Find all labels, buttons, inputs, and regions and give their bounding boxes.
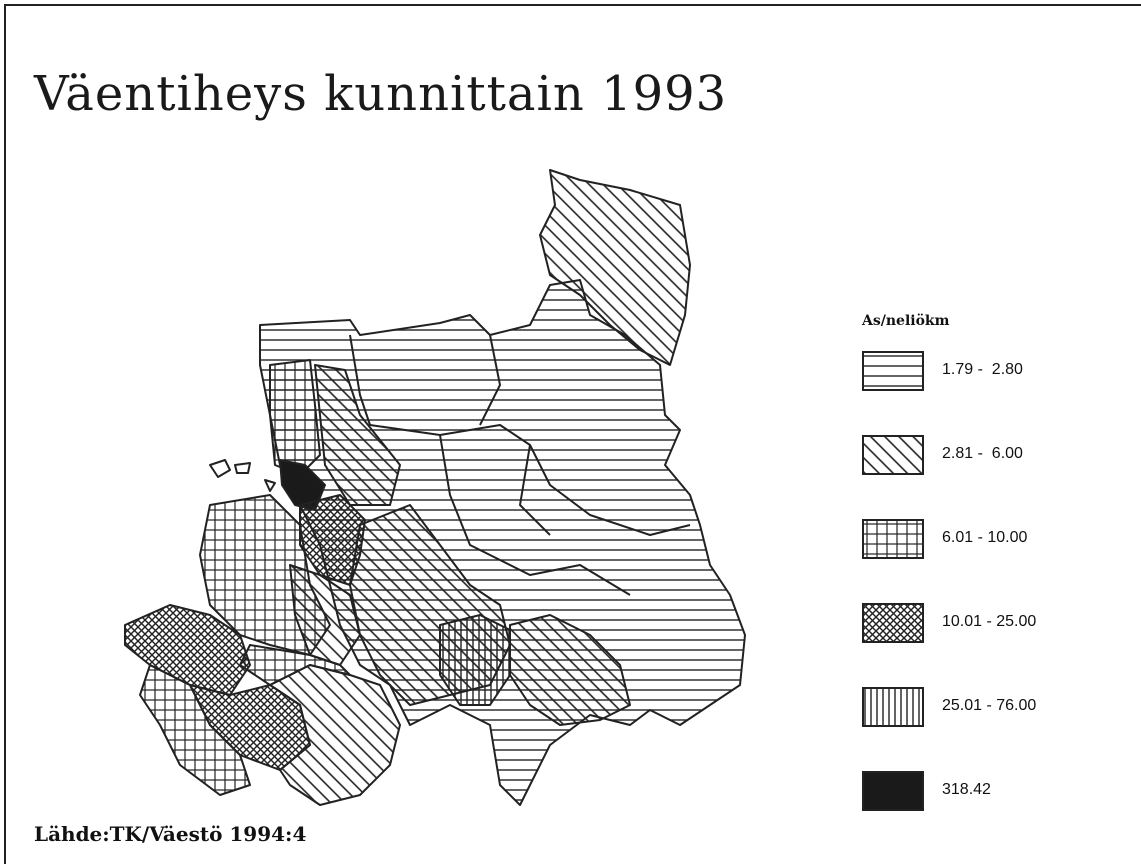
- legend-item-1: 1.79 - 2.80: [862, 351, 1122, 435]
- legend-label: 25.01 - 76.00: [942, 697, 1037, 714]
- region-southwest-grid: [139, 664, 251, 796]
- choropleth-map: [124, 169, 746, 806]
- legend-label: 1.79 - 2.80: [942, 361, 1023, 378]
- region-south-diag: [509, 614, 631, 726]
- region-northwest-diag: [314, 364, 401, 506]
- map-legend: As/neliökm 1.79 - 2.80 2.81 - 6.00 6.01 …: [862, 313, 1122, 855]
- grid-swatch-icon: [862, 519, 924, 559]
- source-note: Lähde:TK/Väestö 1994:4: [34, 822, 307, 846]
- map-frame: [4, 4, 1141, 864]
- legend-item-2: 2.81 - 6.00: [862, 435, 1122, 519]
- island-2: [234, 462, 251, 474]
- legend-item-6: 318.42: [862, 771, 1122, 855]
- island-1: [209, 459, 231, 478]
- legend-item-4: 10.01 - 25.00: [862, 603, 1122, 687]
- region-vertical: [439, 614, 511, 706]
- region-west-diag: [289, 564, 361, 666]
- solid-swatch-icon: [862, 771, 924, 811]
- island-3: [264, 479, 276, 492]
- legend-label: 318.42: [942, 781, 991, 798]
- legend-item-3: 6.01 - 10.00: [862, 519, 1122, 603]
- legend-title: As/neliökm: [862, 313, 950, 329]
- region-northwest-grid: [269, 359, 321, 476]
- legend-label: 6.01 - 10.00: [942, 529, 1028, 546]
- legend-label: 2.81 - 6.00: [942, 445, 1023, 462]
- horizontal-lines-swatch-icon: [862, 351, 924, 391]
- map-title: Väentiheys kunnittain 1993: [34, 66, 728, 122]
- vertical-lines-swatch-icon: [862, 687, 924, 727]
- region-northeast: [539, 169, 691, 366]
- crosshatch-swatch-icon: [862, 603, 924, 643]
- region-crosshatch-west: [124, 604, 251, 696]
- region-south-grid: [239, 644, 351, 686]
- legend-label: 10.01 - 25.00: [942, 613, 1037, 630]
- diagonal-lines-swatch-icon: [862, 435, 924, 475]
- legend-item-5: 25.01 - 76.00: [862, 687, 1122, 771]
